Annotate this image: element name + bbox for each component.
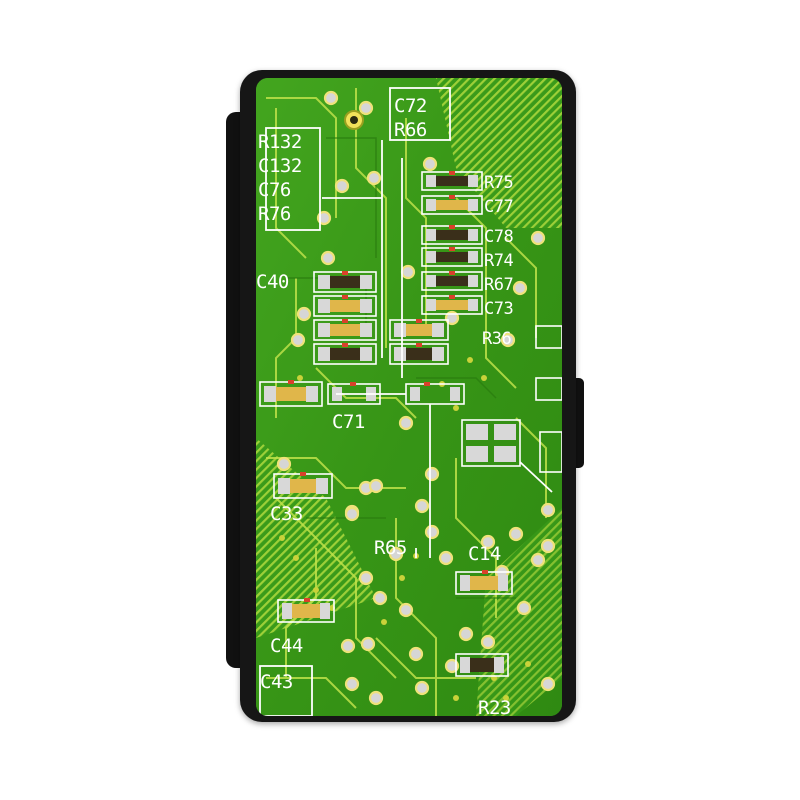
label-r66: R66 [394,119,427,141]
via-pads [276,90,556,706]
label-c43: C43 [260,671,293,693]
smd-components [259,87,562,716]
circuit-board-print: C72 R66 R132 C132 C76 R76 C40 R75 C77 C7… [256,78,562,716]
label-r67: R67 [484,275,513,295]
label-c77: C77 [484,197,513,217]
label-r23: R23 [478,697,511,716]
label-r36: R36 [482,329,511,349]
silkscreen-labels: C72 R66 R132 C132 C76 R76 C40 R75 C77 C7… [256,95,514,716]
label-c76: C76 [258,179,291,201]
label-c14: C14 [468,543,501,565]
circuit-board-art: C72 R66 R132 C132 C76 R76 C40 R75 C77 C7… [256,78,562,716]
label-r75: R75 [484,173,513,193]
label-c78: C78 [484,227,513,247]
label-r132: R132 [258,131,302,153]
label-c71: C71 [332,411,365,433]
label-c73: C73 [484,299,513,319]
label-r74: R74 [484,251,513,271]
label-r76: R76 [258,203,291,225]
copper-traces [266,88,547,716]
label-c44: C44 [270,635,303,657]
label-c40: C40 [256,271,289,293]
label-c72: C72 [394,95,427,117]
label-r65: R65 [374,537,407,559]
label-c33: C33 [270,503,303,525]
label-c132: C132 [258,155,302,177]
